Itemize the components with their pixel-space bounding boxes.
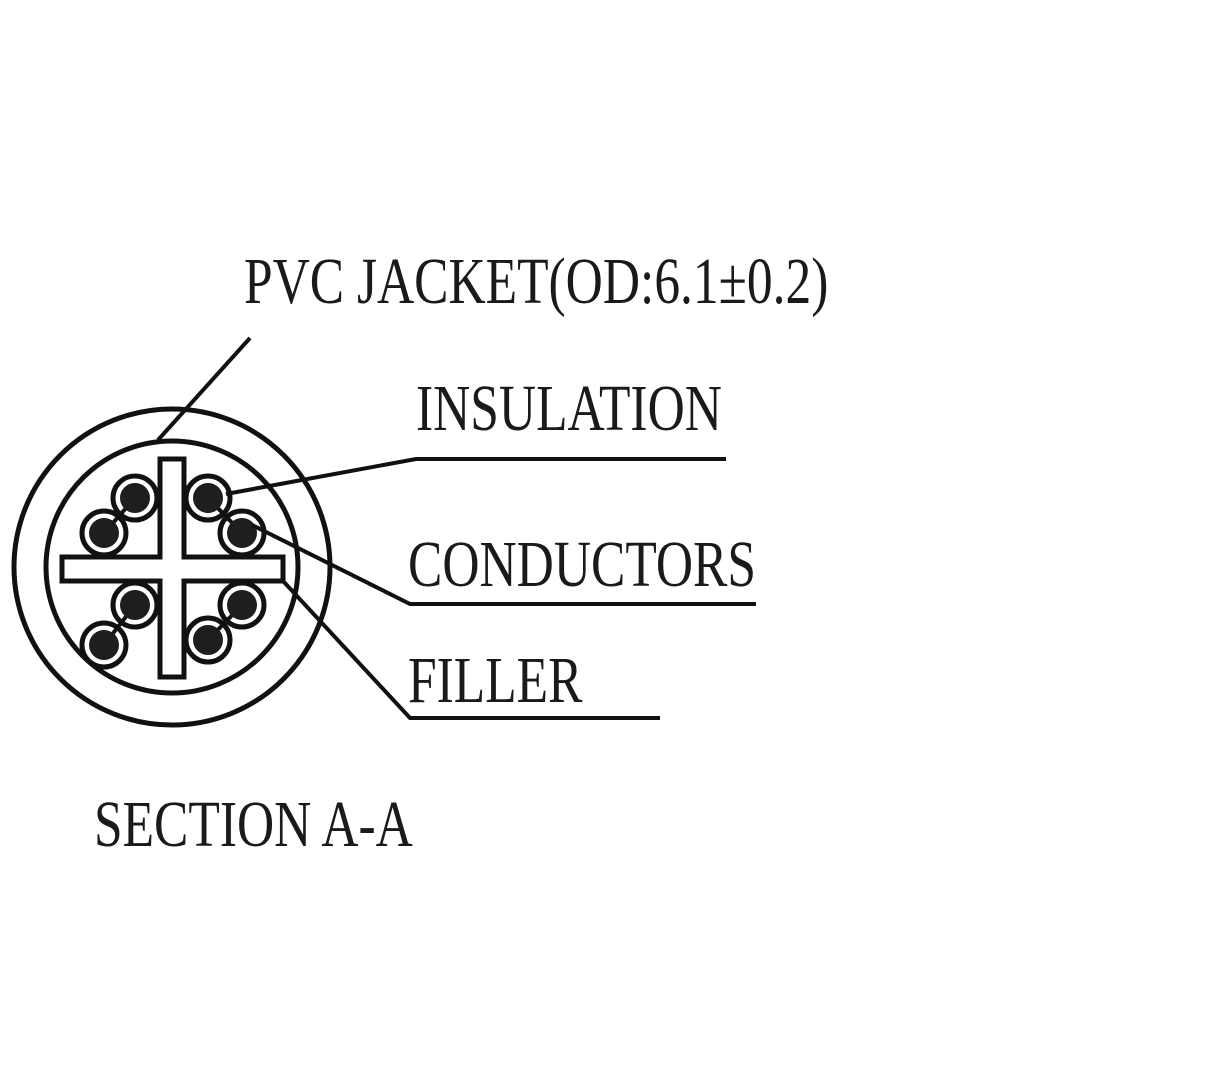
filler-label: FILLER xyxy=(408,643,583,717)
jacket-inner-circle xyxy=(43,438,301,696)
conductors-leader-line xyxy=(251,523,756,606)
conductor xyxy=(183,473,233,523)
conductor xyxy=(183,615,233,665)
conductor xyxy=(110,580,160,630)
conductor xyxy=(110,473,160,523)
filler-cross xyxy=(59,456,286,680)
insulation-label: INSULATION xyxy=(416,371,722,445)
conductor xyxy=(217,580,267,630)
jacket-outer-circle xyxy=(11,406,333,728)
conductor xyxy=(217,508,267,558)
conductor xyxy=(79,620,129,670)
jacket-leader-line xyxy=(156,336,252,442)
filler-leader-line xyxy=(281,579,660,720)
conductor xyxy=(79,508,129,558)
jacket-label: PVC JACKET(OD:6.1±0.2) xyxy=(244,244,828,318)
insulation-leader-line xyxy=(225,457,726,496)
section-label: SECTION A-A xyxy=(94,787,413,861)
conductors-label: CONDUCTORS xyxy=(408,527,756,601)
